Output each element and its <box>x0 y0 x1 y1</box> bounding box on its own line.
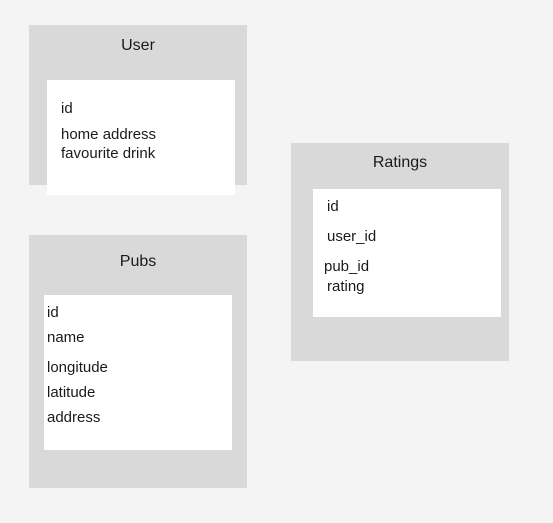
pubs-field-id: id <box>47 304 59 321</box>
ratings-entity[interactable]: Ratings id user_id pub_id rating <box>291 143 509 361</box>
ratings-field-rating: rating <box>327 278 365 295</box>
ratings-field-user-id: user_id <box>327 228 377 245</box>
user-field-list: id home address favourite drink <box>47 80 235 195</box>
pubs-entity[interactable]: Pubs id name longitude latitude address <box>29 235 247 488</box>
user-entity[interactable]: User id home address favourite drink <box>29 25 247 195</box>
ratings-field-list: id user_id pub_id rating <box>313 189 501 317</box>
user-entity-title: User <box>121 37 155 54</box>
pubs-field-name: name <box>47 329 85 346</box>
ratings-field-pub-id: pub_id <box>324 258 370 275</box>
ratings-field-id: id <box>327 198 339 215</box>
pubs-field-address: address <box>47 409 101 426</box>
pubs-field-list: id name longitude latitude address <box>44 295 232 450</box>
pubs-field-longitude: longitude <box>47 359 108 376</box>
ratings-entity-title: Ratings <box>372 154 428 171</box>
user-field-favourite-drink: favourite drink <box>61 145 156 162</box>
user-field-id: id <box>61 100 73 117</box>
pubs-field-latitude: latitude <box>47 384 96 401</box>
pubs-entity-title: Pubs <box>119 253 157 270</box>
user-field-home-address: home address <box>61 126 157 143</box>
